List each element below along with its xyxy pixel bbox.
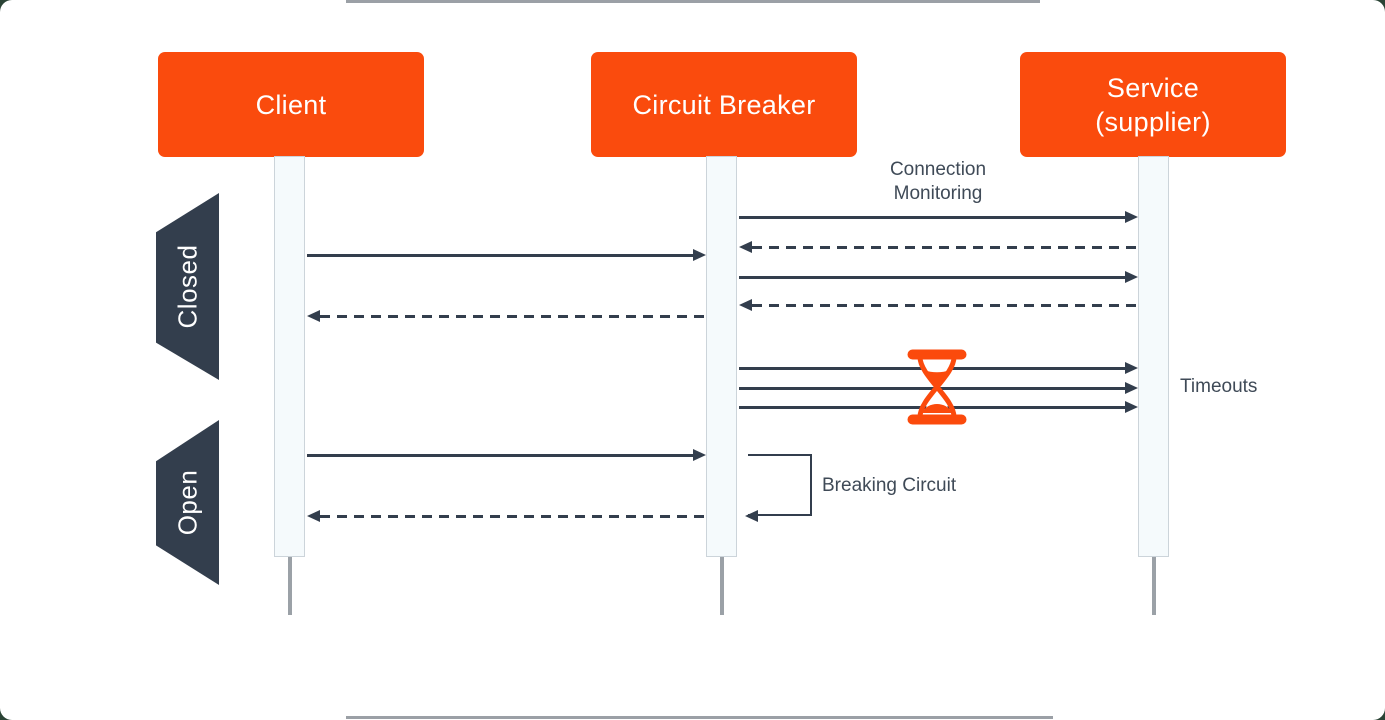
self-message-breaking-circuit (748, 454, 812, 516)
message-cb-to-client-dashed-1 (320, 315, 706, 318)
arrowhead-right (1125, 362, 1138, 374)
message-cb-to-service-solid-1 (739, 216, 1126, 219)
frame-bottom-edge (346, 716, 1053, 719)
state-flag-closed: Closed (156, 193, 219, 380)
message-timeout-2 (739, 387, 1126, 390)
frame-top-edge (346, 0, 1040, 3)
arrowhead-right (1125, 211, 1138, 223)
arrowhead-left (307, 310, 320, 322)
activation-bar-service (1138, 156, 1169, 557)
arrowhead-right (1125, 382, 1138, 394)
state-flag-open-label: Open (172, 469, 203, 536)
arrowhead-right (1125, 271, 1138, 283)
message-cb-to-service-solid-2 (739, 276, 1126, 279)
arrowhead-left (307, 510, 320, 522)
message-client-to-cb-solid-1 (307, 254, 694, 257)
message-cb-to-client-dashed-2 (320, 515, 706, 518)
hourglass-icon (907, 349, 967, 425)
lifeline-client (288, 557, 292, 615)
arrowhead-right (693, 449, 706, 461)
note-timeouts: Timeouts (1180, 376, 1258, 397)
arrowhead-left (739, 241, 752, 253)
lifeline-service (1152, 557, 1156, 615)
message-service-to-cb-dashed-2 (752, 304, 1138, 307)
activation-bar-client (274, 156, 305, 557)
note-connection-monitoring: Connection Monitoring (889, 159, 987, 204)
arrowhead-left (745, 510, 758, 522)
state-flag-closed-label: Closed (172, 244, 202, 329)
message-client-to-cb-solid-2 (307, 454, 694, 457)
arrowhead-right (693, 249, 706, 261)
actor-box-circuit-breaker: Circuit Breaker (591, 52, 857, 157)
actor-box-service: Service (supplier) (1020, 52, 1286, 157)
actor-box-client: Client (158, 52, 424, 157)
message-service-to-cb-dashed-1 (752, 246, 1138, 249)
note-breaking-circuit: Breaking Circuit (822, 475, 957, 496)
arrowhead-right (1125, 401, 1138, 413)
state-flag-open: Open (156, 420, 219, 585)
lifeline-circuit-breaker (720, 557, 724, 615)
arrowhead-left (739, 299, 752, 311)
activation-bar-circuit-breaker (706, 156, 737, 557)
